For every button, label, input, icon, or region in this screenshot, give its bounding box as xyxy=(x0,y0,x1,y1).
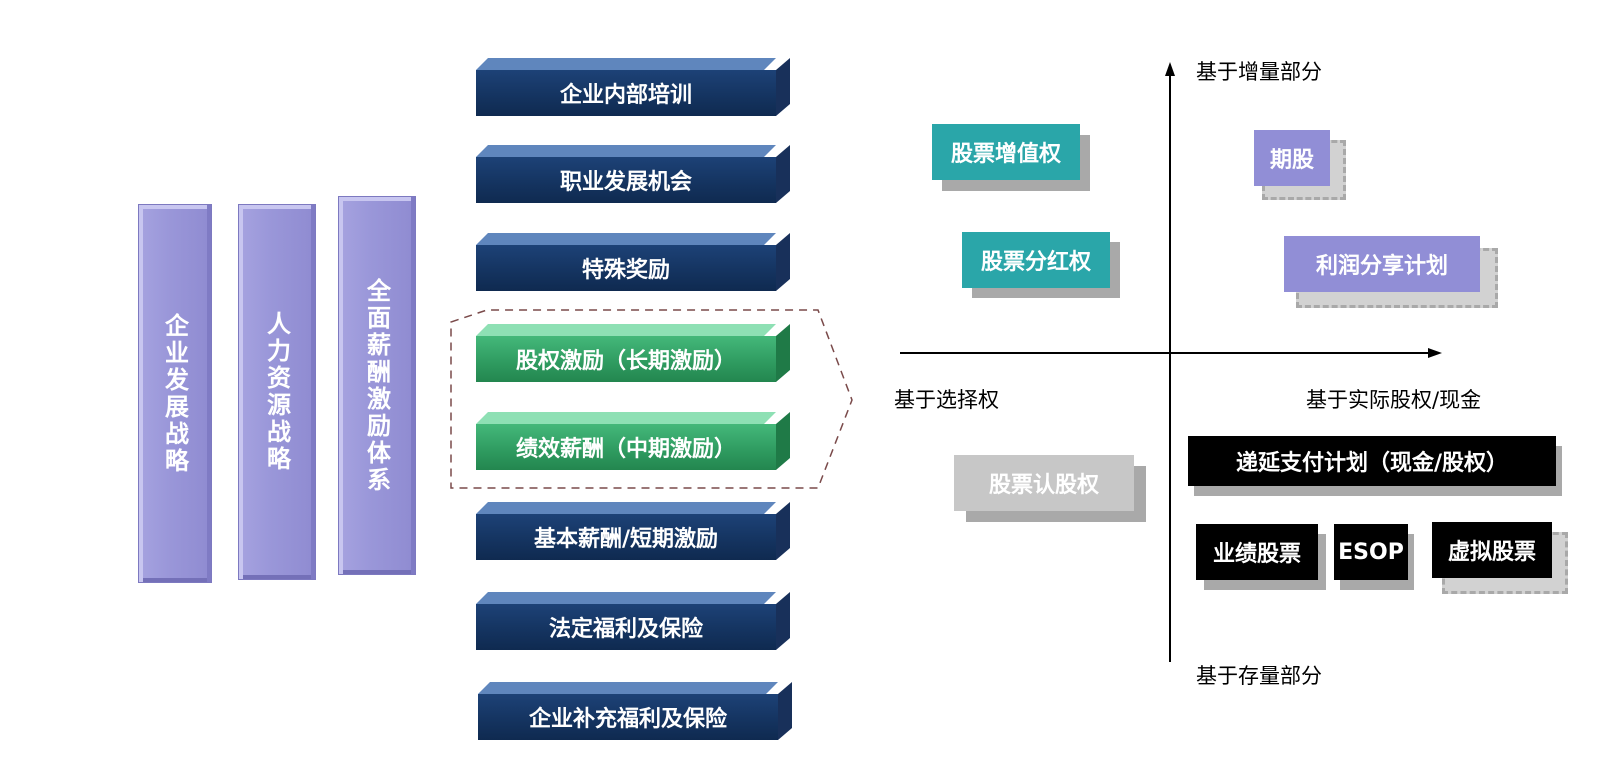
bar-special-reward: 特殊奖励 xyxy=(476,233,790,291)
pillar-total-compensation: 全面薪酬激励体系 xyxy=(338,196,416,575)
bar-label: 法定福利及保险 xyxy=(476,604,776,650)
box-stock-dividend-right: 股票分红权 xyxy=(962,232,1110,288)
axis-label-top: 基于增量部分 xyxy=(1196,60,1322,84)
bar-career-development: 职业发展机会 xyxy=(476,145,790,203)
axis-label-bottom: 基于存量部分 xyxy=(1196,664,1322,688)
box-stock-option: 股票认股权 xyxy=(954,455,1134,511)
bar-label: 特殊奖励 xyxy=(476,245,776,291)
bar-label: 企业内部培训 xyxy=(476,70,776,116)
bar-statutory-welfare: 法定福利及保险 xyxy=(476,592,790,650)
box-futures: 期股 xyxy=(1254,130,1330,186)
box-performance-stock: 业绩股票 xyxy=(1196,524,1318,580)
bar-performance-pay: 绩效薪酬（中期激励） xyxy=(476,412,790,470)
axis-label-right: 基于实际股权/现金 xyxy=(1306,388,1482,412)
bar-equity-incentive: 股权激励（长期激励） xyxy=(476,324,790,382)
axis-label-left: 基于选择权 xyxy=(894,388,999,412)
pillar-label: 人力资源战略 xyxy=(262,311,291,473)
pillar-hr-strategy: 人力资源战略 xyxy=(238,204,316,580)
pillar-label: 企业发展战略 xyxy=(160,312,189,475)
pillar-enterprise-strategy: 企业发展战略 xyxy=(138,204,212,583)
bar-label: 职业发展机会 xyxy=(476,157,776,203)
bar-internal-training: 企业内部培训 xyxy=(476,58,790,116)
box-stock-appreciation-right: 股票增值权 xyxy=(932,124,1080,180)
box-virtual-stock: 虚拟股票 xyxy=(1432,522,1552,578)
horizontal-axis-arrow xyxy=(1428,348,1442,358)
bar-label: 股权激励（长期激励） xyxy=(476,336,776,382)
box-profit-sharing-plan: 利润分享计划 xyxy=(1284,236,1480,292)
box-deferred-payment-plan: 递延支付计划（现金/股权） xyxy=(1188,436,1556,486)
bar-supplementary-welfare: 企业补充福利及保险 xyxy=(478,682,792,740)
vertical-axis-arrow xyxy=(1165,62,1175,76)
pillar-label: 全面薪酬激励体系 xyxy=(362,277,391,494)
bar-label: 绩效薪酬（中期激励） xyxy=(476,424,776,470)
bar-base-pay: 基本薪酬/短期激励 xyxy=(476,502,790,560)
bar-label: 企业补充福利及保险 xyxy=(478,694,778,740)
box-esop: ESOP xyxy=(1334,524,1408,580)
bar-label: 基本薪酬/短期激励 xyxy=(476,514,776,560)
